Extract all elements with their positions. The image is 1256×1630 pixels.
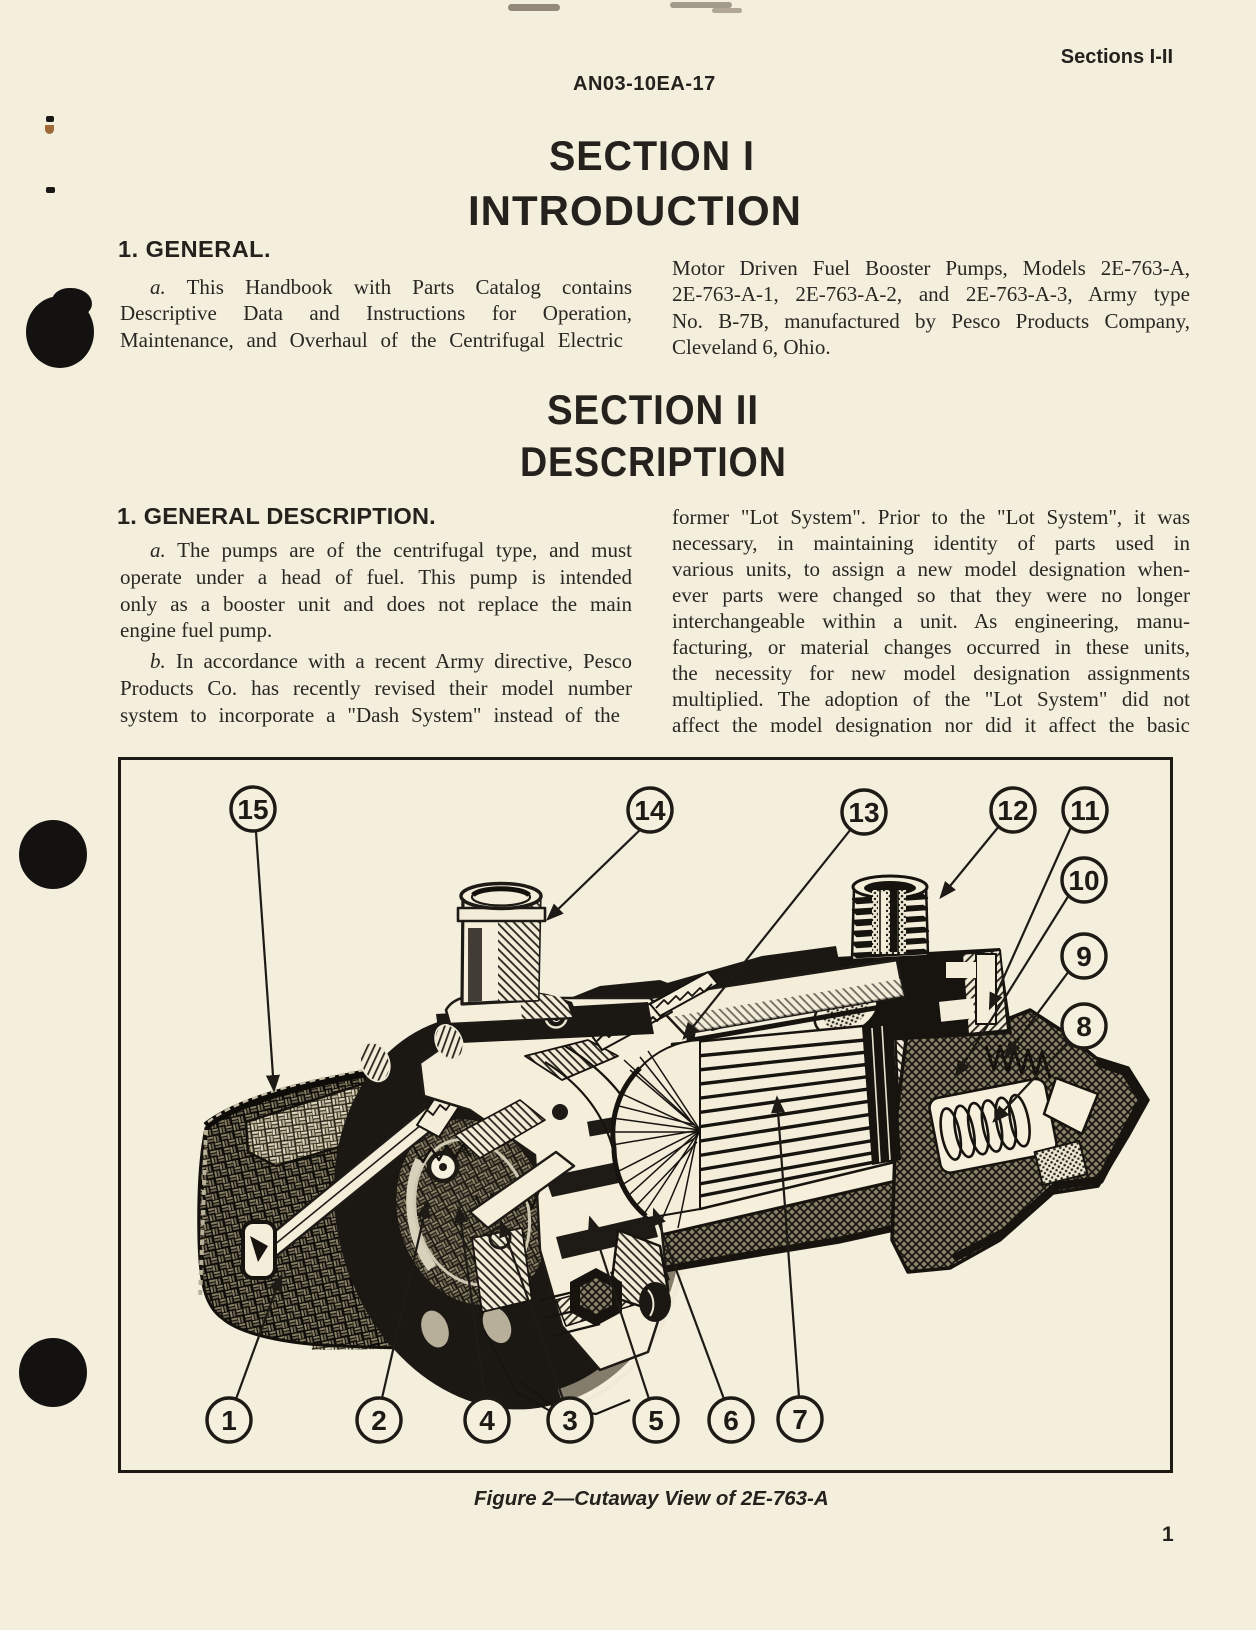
svg-text:4: 4 <box>479 1405 495 1436</box>
svg-text:14: 14 <box>634 795 666 826</box>
svg-text:13: 13 <box>848 797 879 828</box>
svg-text:9: 9 <box>1076 941 1092 972</box>
svg-text:15: 15 <box>237 794 268 825</box>
svg-text:5: 5 <box>648 1405 664 1436</box>
svg-text:10: 10 <box>1068 865 1099 896</box>
svg-text:12: 12 <box>997 795 1028 826</box>
svg-text:11: 11 <box>1070 795 1100 826</box>
svg-text:8: 8 <box>1076 1011 1092 1042</box>
svg-text:3: 3 <box>562 1405 578 1436</box>
svg-text:1: 1 <box>221 1405 237 1436</box>
svg-text:2: 2 <box>371 1405 387 1436</box>
svg-text:7: 7 <box>792 1404 808 1435</box>
svg-text:6: 6 <box>723 1405 739 1436</box>
